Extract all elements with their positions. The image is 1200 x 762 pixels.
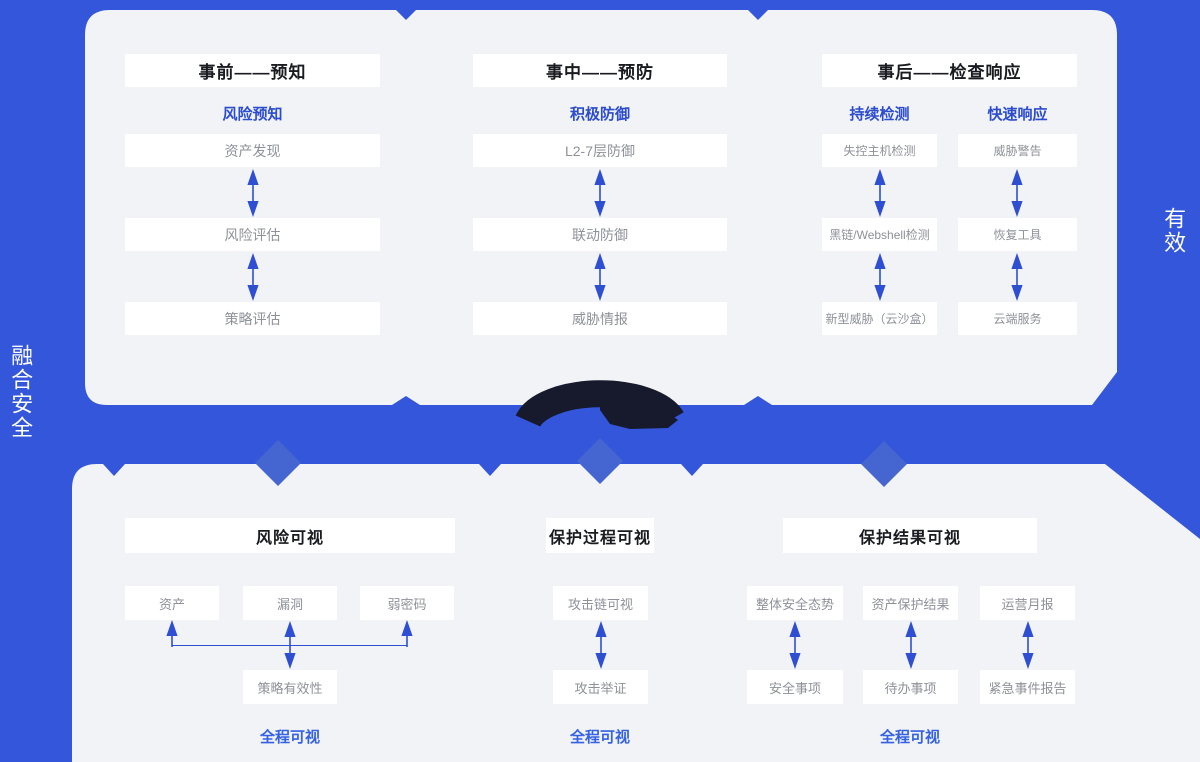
metric-box: 紧急事件报告 — [980, 670, 1075, 704]
double-arrow-icon — [1010, 169, 1023, 217]
footer-label: 全程可视 — [569, 729, 630, 746]
metric-box: 策略有效性 — [243, 670, 337, 704]
flow-box: 失控主机检测 — [822, 134, 937, 167]
flow-box: 策略评估 — [125, 302, 380, 335]
metric-box: 漏洞 — [243, 586, 337, 620]
double-arrow-icon — [904, 621, 917, 669]
vertical-label-left: 融合安全 — [8, 344, 34, 440]
flow-diamond — [861, 441, 907, 487]
phase-header: 事中——预防 — [473, 54, 727, 87]
flow-box: 联动防御 — [473, 218, 727, 251]
double-arrow-icon — [246, 253, 259, 301]
vertical-label-right: 有效 — [1161, 207, 1187, 255]
phase-header: 事后——检查响应 — [822, 54, 1077, 87]
flow-box: 黑链/Webshell检测 — [822, 218, 937, 251]
flow-box: 云端服务 — [958, 302, 1077, 335]
double-arrow-icon — [284, 621, 296, 669]
flow-diamond — [255, 440, 301, 486]
section-header: 风险可视 — [125, 518, 455, 553]
flow-box: 威胁情报 — [473, 302, 727, 335]
flow-box: 风险评估 — [125, 218, 380, 251]
metric-box: 弱密码 — [360, 586, 454, 620]
flow-box: 新型威胁（云沙盒） — [822, 302, 937, 335]
metric-box: 安全事项 — [747, 670, 843, 704]
flow-diamond — [577, 438, 623, 484]
phase-sublabel: 持续检测 — [849, 106, 910, 123]
double-arrow-icon — [594, 621, 607, 669]
flow-box: 威胁警告 — [958, 134, 1077, 167]
metric-box: 资产保护结果 — [863, 586, 958, 620]
flow-box: L2-7层防御 — [473, 134, 727, 167]
metric-box: 攻击链可视 — [553, 586, 648, 620]
phase-sublabel: 积极防御 — [569, 106, 630, 123]
section-header: 保护过程可视 — [546, 518, 654, 553]
redacted-logo-blob — [515, 380, 684, 429]
double-arrow-icon — [789, 621, 801, 669]
footer-label: 全程可视 — [879, 729, 940, 746]
phase-sublabel: 风险预知 — [222, 106, 283, 123]
metric-box: 运营月报 — [980, 586, 1075, 620]
up-arrow-icon — [166, 620, 178, 647]
double-arrow-icon — [246, 169, 259, 217]
flow-box: 资产发现 — [125, 134, 380, 167]
double-arrow-icon — [1010, 253, 1023, 301]
double-arrow-icon — [873, 253, 886, 301]
footer-label: 全程可视 — [259, 729, 320, 746]
metric-box: 待办事项 — [863, 670, 958, 704]
flow-box: 恢复工具 — [958, 218, 1077, 251]
phase-sublabel: 快速响应 — [987, 106, 1048, 123]
double-arrow-icon — [594, 253, 606, 301]
double-arrow-icon — [1021, 621, 1034, 669]
section-header: 保护结果可视 — [783, 518, 1037, 553]
metric-box: 资产 — [125, 586, 219, 620]
metric-box: 攻击举证 — [553, 670, 648, 704]
phase-header: 事前——预知 — [125, 54, 380, 87]
double-arrow-icon — [873, 169, 886, 217]
double-arrow-icon — [594, 169, 606, 217]
metric-box: 整体安全态势 — [747, 586, 843, 620]
up-arrow-icon — [401, 620, 413, 647]
